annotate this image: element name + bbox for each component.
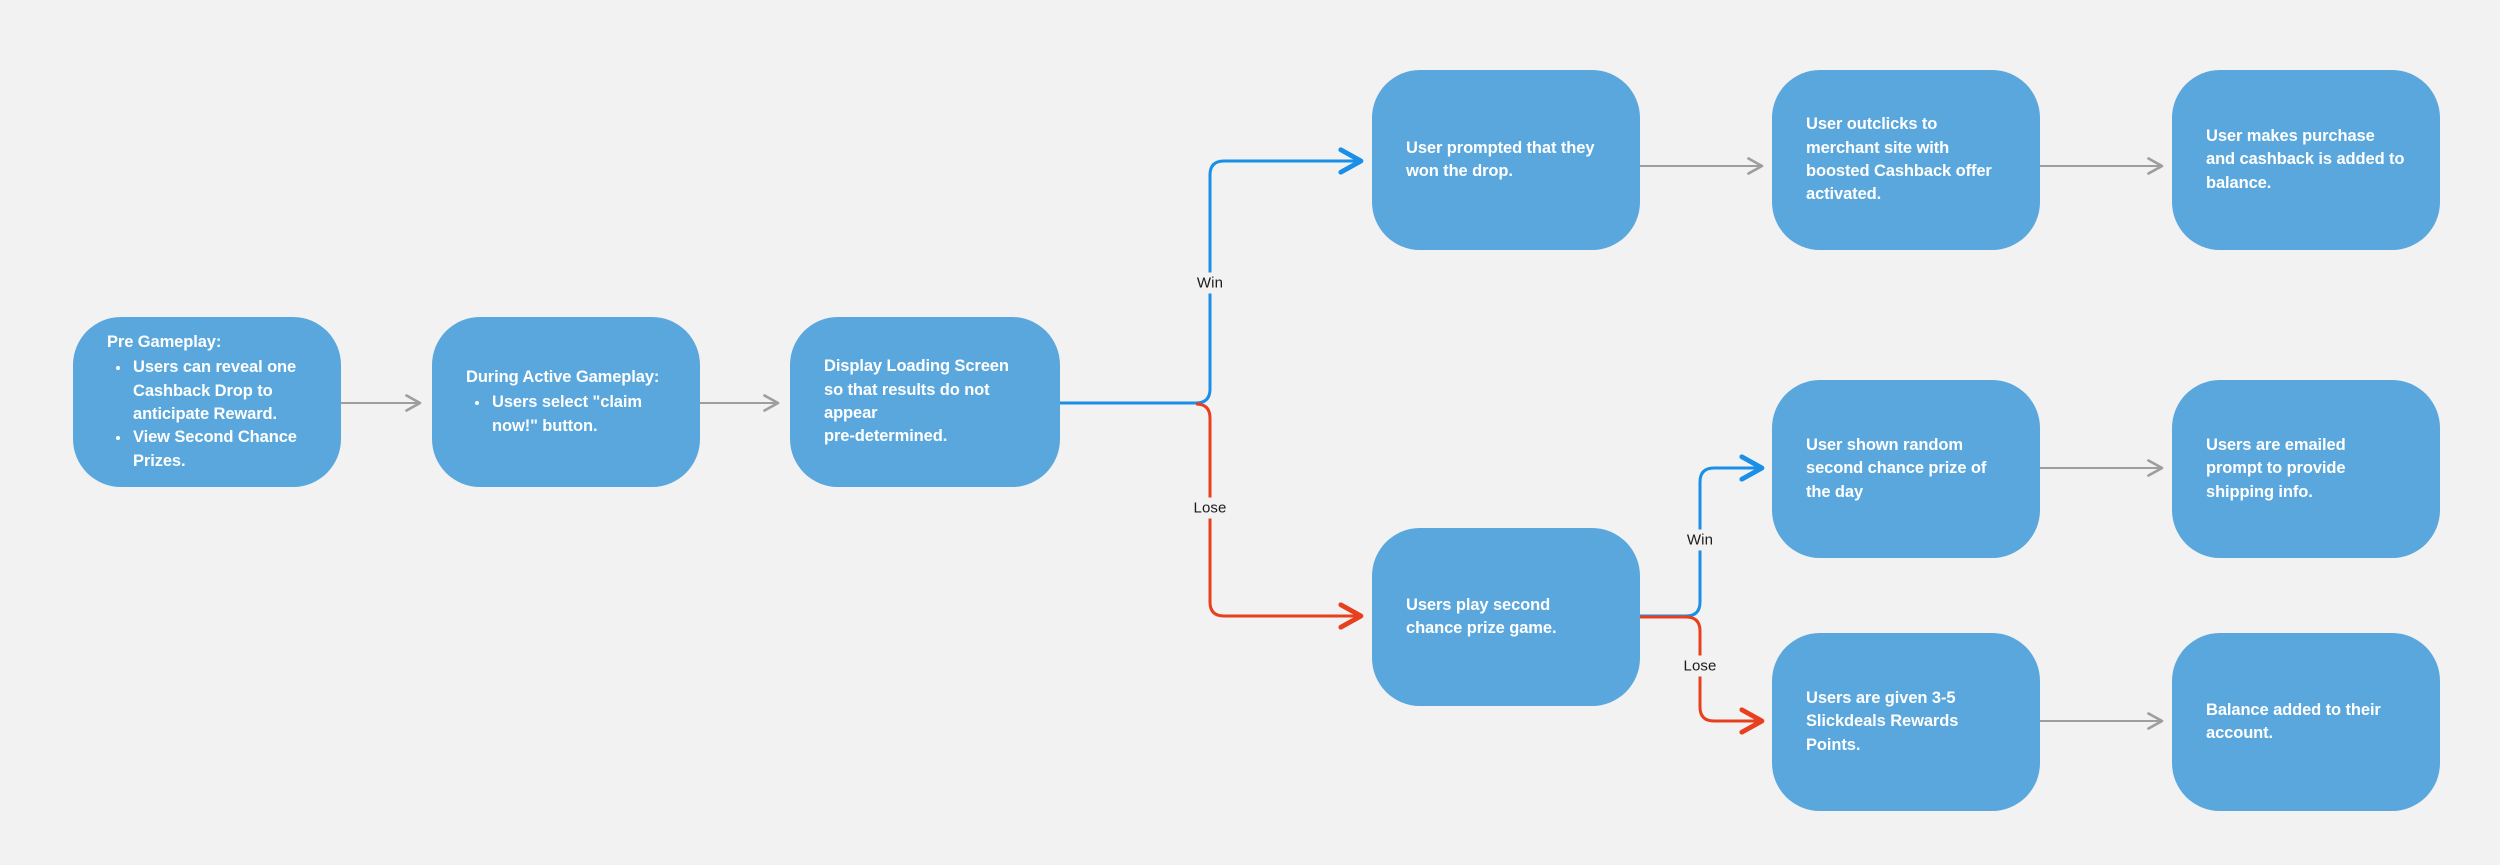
edge-label-win-secondary: Win (1681, 529, 1719, 551)
node-during-gameplay-bullets: Users select "claim now!" button. (466, 391, 666, 438)
node-random-prize[interactable]: User shown random second chance prize of… (1772, 380, 2040, 558)
node-won-drop[interactable]: User prompted that they won the drop. (1372, 70, 1640, 250)
edge-label-lose-secondary: Lose (1678, 655, 1722, 677)
node-emailed-shipping[interactable]: Users are emailed prompt to provide ship… (2172, 380, 2440, 558)
node-pre-gameplay-title: Pre Gameplay: (107, 332, 222, 351)
node-rewards-points[interactable]: Users are given 3-5 Slickdeals Rewards P… (1772, 633, 2040, 811)
node-loading-screen-line3: pre-determined. (824, 427, 948, 446)
node-pre-gameplay[interactable]: Pre Gameplay: Users can reveal one Cashb… (73, 317, 341, 487)
node-balance-added[interactable]: Balance added to their account. (2172, 633, 2440, 811)
node-during-gameplay[interactable]: During Active Gameplay: Users select "cl… (432, 317, 700, 487)
node-random-prize-text: User shown random second chance prize of… (1806, 435, 1991, 501)
node-loading-screen[interactable]: Display Loading Screen so that results d… (790, 317, 1060, 487)
edge-label-lose-primary: Lose (1188, 497, 1232, 519)
list-item: Users can reveal one Cashback Drop to an… (131, 356, 307, 426)
edge-label-win-primary: Win (1191, 272, 1229, 294)
node-purchase-cashback-text: User makes purchase and cashback is adde… (2206, 126, 2409, 192)
node-second-chance-game[interactable]: Users play second chance prize game. (1372, 528, 1640, 706)
list-item: View Second Chance Prizes. (131, 426, 307, 473)
node-balance-added-text: Balance added to their account. (2206, 700, 2386, 742)
node-loading-screen-line2: so that results do not appear (824, 380, 995, 422)
node-second-chance-game-text: Users play second chance prize game. (1406, 595, 1557, 637)
node-during-gameplay-title: During Active Gameplay: (466, 367, 660, 386)
node-outclick-merchant-text: User outclicks to merchant site with boo… (1806, 115, 1997, 204)
node-pre-gameplay-bullets: Users can reveal one Cashback Drop to an… (107, 356, 307, 473)
node-outclick-merchant[interactable]: User outclicks to merchant site with boo… (1772, 70, 2040, 250)
node-emailed-shipping-text: Users are emailed prompt to provide ship… (2206, 435, 2351, 501)
node-rewards-points-text: Users are given 3-5 Slickdeals Rewards P… (1806, 688, 1963, 754)
node-purchase-cashback[interactable]: User makes purchase and cashback is adde… (2172, 70, 2440, 250)
list-item: Users select "claim now!" button. (490, 391, 666, 438)
node-won-drop-text: User prompted that they won the drop. (1406, 138, 1599, 180)
node-loading-screen-line1: Display Loading Screen (824, 357, 1009, 376)
